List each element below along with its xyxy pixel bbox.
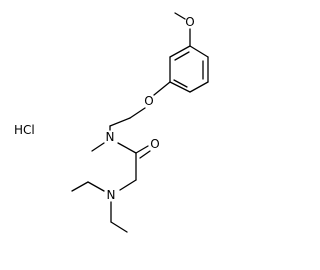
bond-ch2-amine-nitrogen <box>119 179 137 191</box>
atom-ether-oxygen: O <box>144 94 153 108</box>
bond-ring-ether-oxygen <box>153 81 171 96</box>
atom-methoxy-oxygen: O <box>185 15 194 29</box>
bond-amide-nitrogen-carbonyl <box>117 142 137 154</box>
bond-methyl-methoxy-oxygen <box>174 12 186 20</box>
bond-ethyl-1-methyl <box>71 181 89 192</box>
bond-amine-nitrogen-ethyl-1 <box>87 181 105 192</box>
bond-ring-6 <box>169 45 191 58</box>
bond-ring-3 <box>189 81 209 93</box>
atom-amine-nitrogen: N <box>107 188 116 202</box>
atom-amide-nitrogen: N <box>106 130 115 144</box>
bond-amide-nitrogen-methyl <box>91 142 105 152</box>
atom-carbonyl-oxygen: O <box>150 137 159 151</box>
bond-ring-double-3 <box>174 51 190 61</box>
bond-ring-1 <box>189 45 209 58</box>
salt-label-hcl: HCl <box>14 123 35 137</box>
bond-ring-4 <box>169 81 191 93</box>
bond-ring-double-2 <box>173 79 188 88</box>
chemical-structure: HCl O O N O N <box>14 12 209 233</box>
bond-carbonyl-double-b <box>139 150 151 159</box>
bond-ch2-ch2 <box>109 117 131 127</box>
bond-ethyl-2-methyl <box>110 221 128 233</box>
bond-ether-oxygen-ch2 <box>129 107 146 119</box>
bond-carbonyl-double-a <box>135 145 149 154</box>
